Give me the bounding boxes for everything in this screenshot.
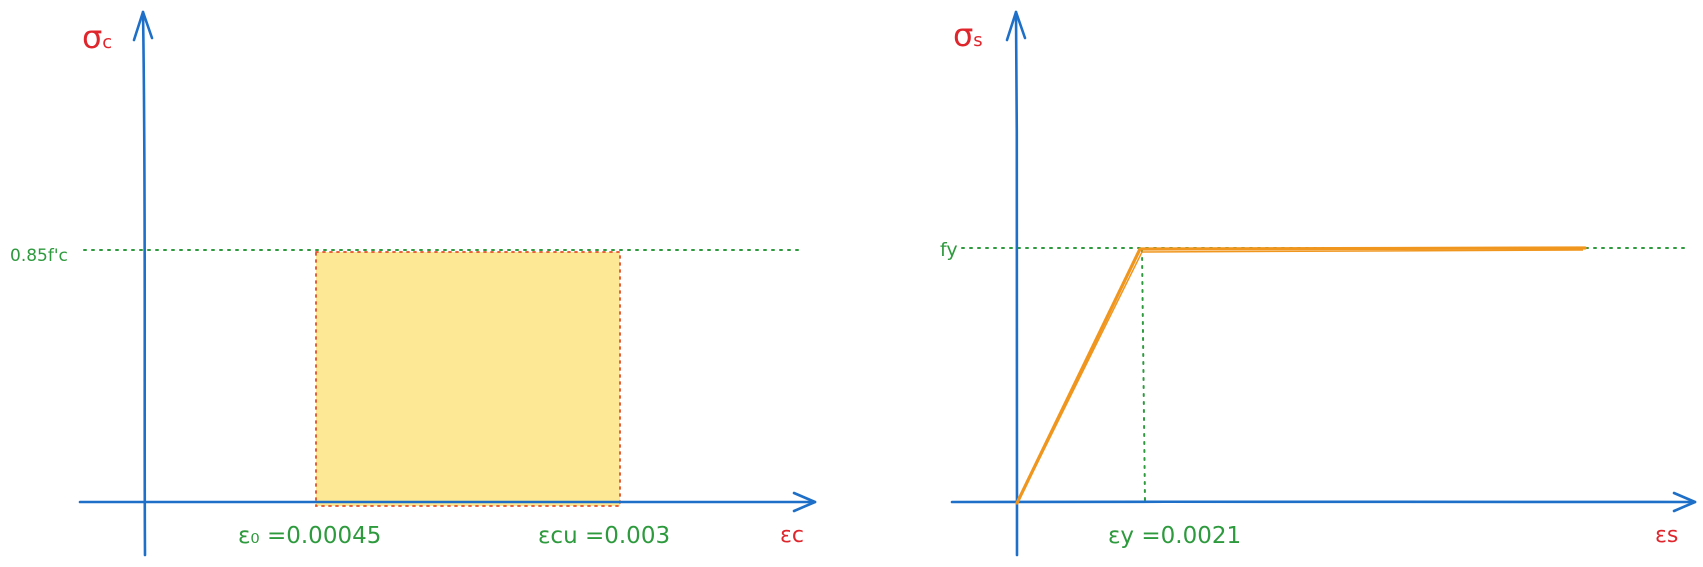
x-axis-concrete [78,500,817,504]
yield-stress-label: fy [940,239,958,261]
strain-cu-label: εcu =0.003 [538,523,670,549]
sigma-c-label: σc [82,18,112,56]
x-axis-arrowhead-concrete [792,491,817,513]
x-axis-arrowhead-steel [1672,491,1697,513]
yield-strain-label: εy =0.0021 [1108,523,1241,549]
y-axis-arrowhead-steel [1005,10,1027,42]
y-axis-concrete [141,10,147,557]
x-axis-steel [950,500,1697,504]
steel-stress-strain-curve [1015,246,1587,505]
y-axis-arrowhead-concrete [132,10,154,42]
strain-0-label: ε₀ =0.00045 [238,523,381,549]
epsilon-c-label: εc [780,523,804,548]
yield-strain-line [1141,249,1146,503]
steel-diagram: σs fy εy =0.0021 εs [940,10,1697,557]
epsilon-s-label: εs [1655,523,1678,548]
stress-block-outline [315,251,621,507]
stress-level-label: 0.85f'c [10,246,68,266]
y-axis-steel [1014,10,1019,557]
concrete-diagram: σc 0.85f'c ε₀ =0.00045 εcu =0.003 εc [10,10,817,557]
steel-curve-shadow [1018,249,1584,501]
stress-block [316,252,620,506]
sigma-s-label: σs [953,16,983,54]
